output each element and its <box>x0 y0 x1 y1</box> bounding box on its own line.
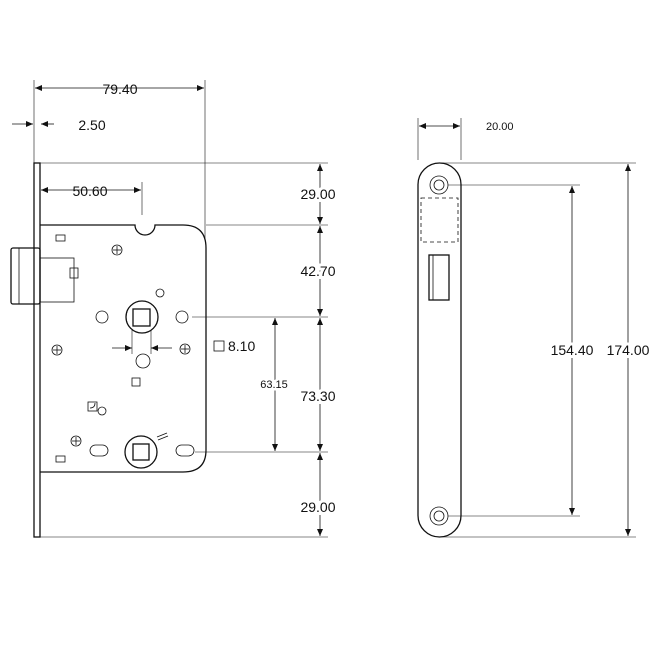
dim-hole-spacing: 63.15 <box>260 379 288 391</box>
rivet-top <box>111 244 123 256</box>
dim-cylinder-square: 8.10 <box>228 338 255 354</box>
dim-backset: 50.60 <box>72 183 107 199</box>
dim-faceplate-thickness: 2.50 <box>78 117 105 133</box>
rivet-left <box>51 344 63 356</box>
dim-faceplate-length: 174.00 <box>607 342 650 358</box>
faceplate-side <box>417 162 462 538</box>
lower-hub <box>124 435 158 469</box>
front-view-dimensions: 79.40 2.50 50.60 29.00 42.70 73.30 29.00… <box>12 80 339 538</box>
latch-lever <box>39 257 75 303</box>
faceplate-side-view <box>417 162 462 538</box>
dim-overall-width: 79.40 <box>102 81 137 97</box>
bolt-opening <box>428 254 450 301</box>
side-view-dimensions: 20.00 154.40 174.00 <box>417 118 653 538</box>
latch-bolt <box>10 247 41 305</box>
dim-top-offset: 29.00 <box>300 186 335 202</box>
rivet-center <box>179 343 191 355</box>
dim-follower-offset: 42.70 <box>300 263 335 279</box>
follower-hub <box>125 300 159 334</box>
dim-bottom-offset: 29.00 <box>300 499 335 515</box>
dim-screw-spacing: 154.40 <box>551 342 594 358</box>
upper-slot <box>55 234 66 242</box>
faceplate-front <box>33 162 41 538</box>
dim-follower-to-lower: 73.30 <box>300 388 335 404</box>
rivet-bottom <box>70 435 82 447</box>
dim-faceplate-width: 20.00 <box>486 121 514 133</box>
lock-case <box>40 224 207 473</box>
lower-square <box>132 443 150 461</box>
lock-body-front-view <box>10 162 207 538</box>
follower-square <box>132 308 151 327</box>
square-symbol <box>213 340 225 352</box>
latch-hidden-outline <box>420 197 459 243</box>
